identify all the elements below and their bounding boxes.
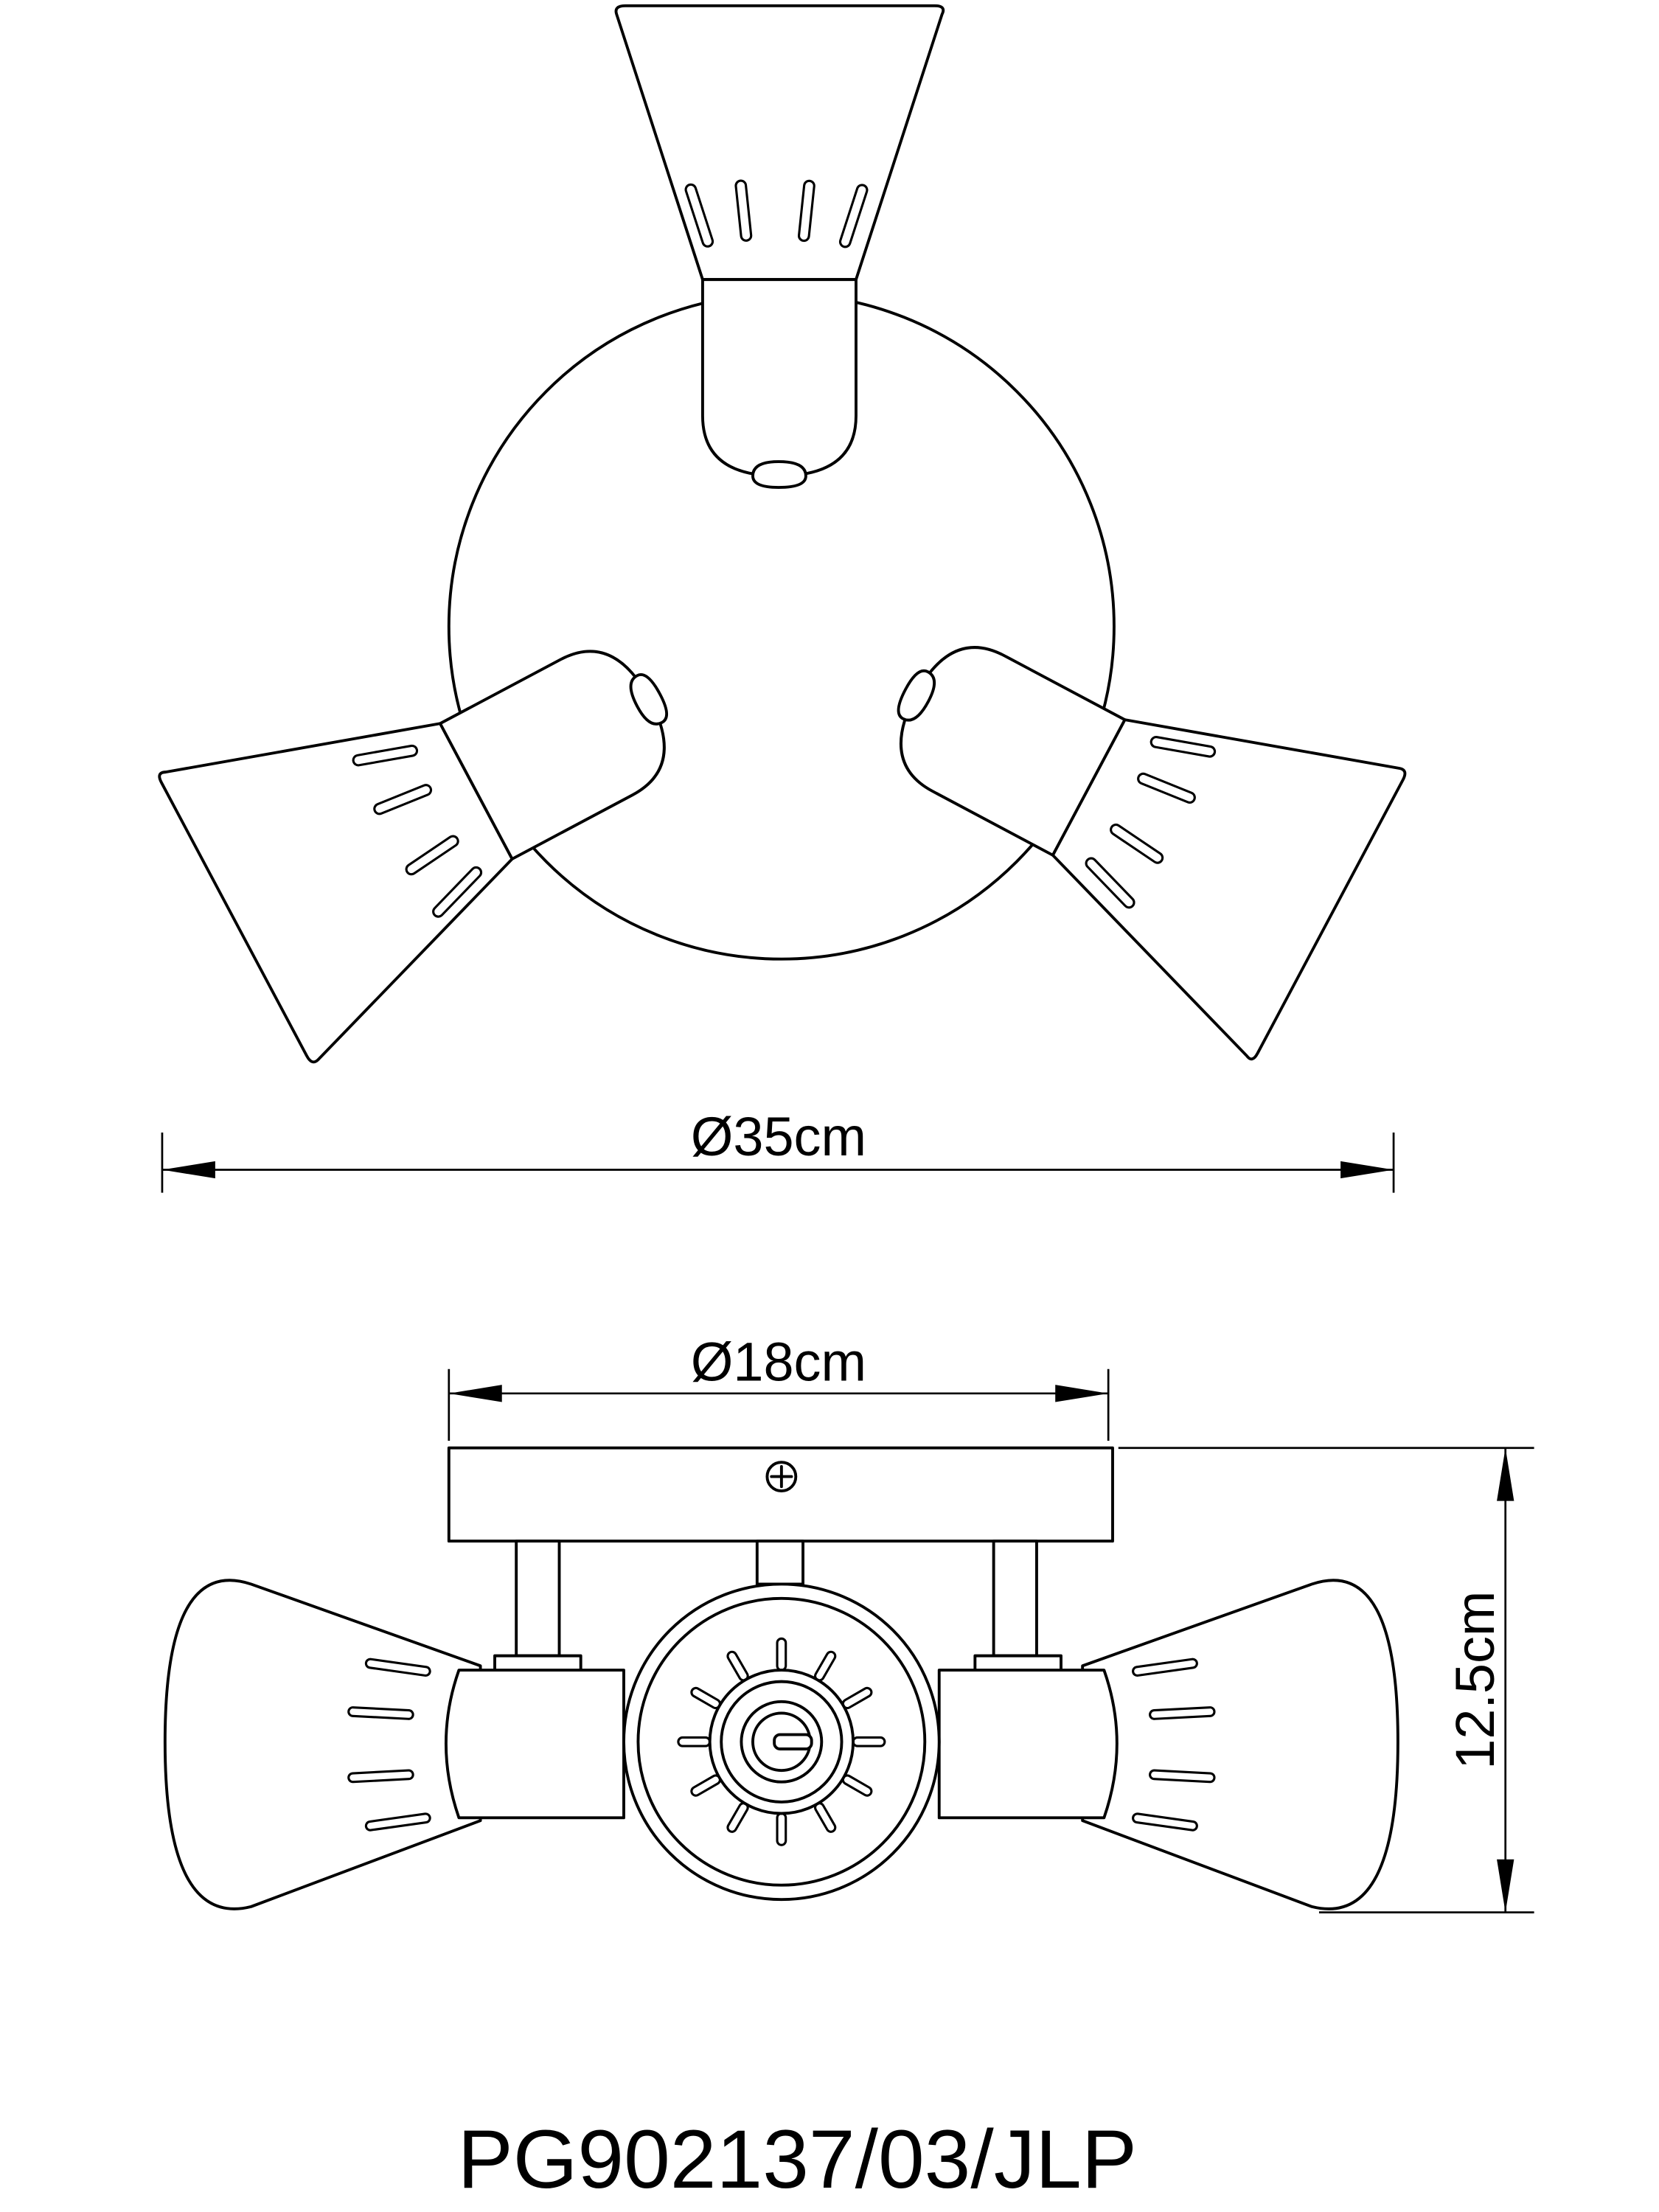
spotlight-front (622, 1582, 941, 1902)
dimension-overall-diameter: Ø35cm (161, 1106, 1395, 1193)
arrow-icon (1497, 1447, 1514, 1913)
plate-diameter-label: Ø18cm (691, 1331, 866, 1392)
overall-diameter-label: Ø35cm (691, 1106, 866, 1167)
spotlight-left-side (163, 1579, 625, 1910)
side-view (163, 1446, 1399, 1910)
height-label: 12.5cm (1444, 1591, 1506, 1770)
top-view (156, 4, 1409, 1065)
dimension-plate-diameter: Ø18cm (448, 1331, 1110, 1441)
dimension-height: 12.5cm (1118, 1447, 1534, 1914)
screw-icon (765, 1461, 798, 1492)
spotlight-right-side (937, 1579, 1399, 1910)
model-code: PG902137/03/JLP (458, 2112, 1137, 2205)
